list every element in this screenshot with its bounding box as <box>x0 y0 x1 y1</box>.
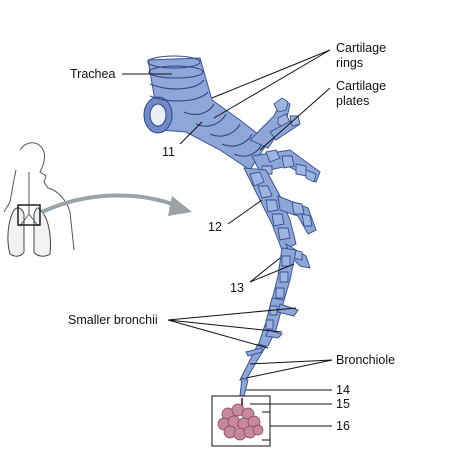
label-number-13: 13 <box>230 281 244 295</box>
label-number-12: 12 <box>208 220 222 234</box>
label-number-14: 14 <box>336 383 350 397</box>
leader-lines <box>122 49 333 441</box>
label-number-15: 15 <box>336 397 350 411</box>
label-cartilage-rings-line2: rings <box>336 56 363 70</box>
inset-zoom-box <box>17 204 41 226</box>
airway-tree <box>143 55 321 397</box>
label-number-11: 11 <box>162 145 175 159</box>
label-smaller-bronchii: Smaller bronchii <box>68 313 158 327</box>
label-cartilage-plates-line1: Cartilage <box>336 79 386 93</box>
label-number-16: 16 <box>336 419 350 433</box>
label-bronchiole: Bronchiole <box>336 353 395 367</box>
zoom-arrow <box>41 193 179 214</box>
zoom-arrow-head <box>168 196 192 216</box>
label-cartilage-plates-line2: plates <box>336 94 369 108</box>
label-cartilage-rings-line1: Cartilage <box>336 41 386 55</box>
alveolar-sac <box>217 398 264 441</box>
label-trachea: Trachea <box>70 67 115 81</box>
human-figure-inset <box>3 142 75 257</box>
labels: Trachea Cartilage rings Cartilage plates… <box>68 41 395 433</box>
